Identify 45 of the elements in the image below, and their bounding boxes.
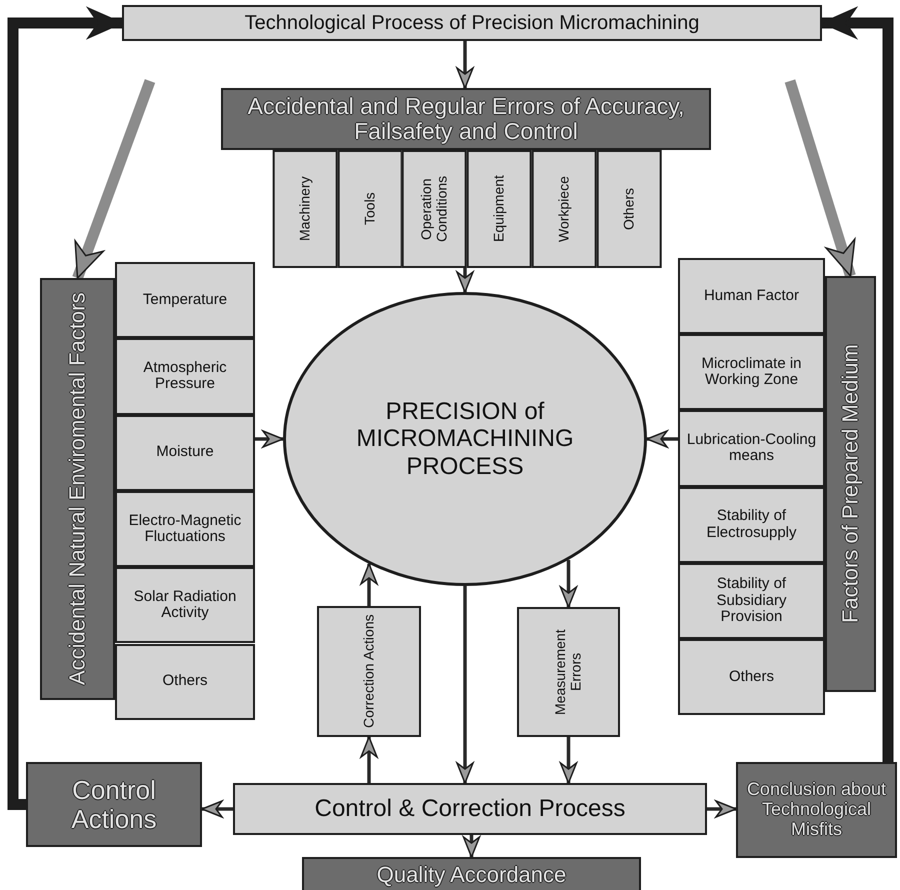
arrow (462, 835, 480, 858)
factor-cell: Human Factor (678, 258, 825, 334)
output-box: Control Actions (26, 762, 202, 847)
arrow (255, 430, 284, 448)
factor-cell: Atmospheric Pressure (115, 338, 255, 415)
arrow (201, 800, 233, 818)
category-cell: Equipment (467, 150, 532, 268)
factor-cell: Others (115, 644, 255, 720)
factor-cell: Stability of Subsidiary Provision (678, 562, 825, 639)
process-box: Measurement Errors (517, 607, 620, 737)
factor-cell: Microclimate in Working Zone (678, 334, 825, 410)
arrow (646, 430, 678, 448)
arrow (560, 737, 578, 784)
arrow (72, 79, 156, 280)
arrow (707, 800, 737, 818)
arrow (456, 586, 474, 784)
arrow (360, 736, 378, 783)
arrow (456, 41, 474, 89)
process-box: Correction Actions (317, 606, 421, 737)
category-cell: Others (596, 150, 662, 268)
arrow (8, 7, 123, 810)
factor-cell: Lubrication-Cooling means (678, 410, 825, 487)
heading-band: Accidental and Regular Errors of Accuracy, Failsafety and Control (221, 88, 711, 150)
heading-band: Accidental Natural Enviromental Factors (40, 278, 115, 700)
factor-cell: Moisture (115, 414, 255, 491)
output-box: Quality Accordance (302, 857, 641, 890)
arrow (456, 268, 474, 293)
output-box: Conclusion about Technological Misfits (736, 762, 897, 858)
factor-cell: Temperature (115, 262, 255, 338)
arrow (821, 7, 894, 762)
category-cell: Tools (338, 150, 402, 268)
arrow (360, 563, 378, 606)
arrow (560, 560, 578, 608)
process-bar: Technological Process of Precision Micromachining (122, 5, 822, 41)
process-bar: Control & Correction Process (233, 783, 707, 835)
category-cell: Operation Conditions (402, 150, 468, 268)
ellipse-label: PRECISION of MICROMACHINING PROCESS (355, 398, 575, 480)
category-cell: Workpiece (532, 150, 596, 268)
arrow (784, 79, 856, 278)
factor-cell: Electro-Magnetic Fluctuations (115, 490, 255, 568)
heading-band: Factors of Prepared Medium (825, 276, 876, 692)
category-cell: Machinery (273, 150, 338, 268)
factor-cell: Stability of Electrosupply (678, 486, 825, 563)
factor-cell: Solar Radiation Activity (115, 567, 255, 644)
factor-cell: Others (678, 639, 825, 716)
